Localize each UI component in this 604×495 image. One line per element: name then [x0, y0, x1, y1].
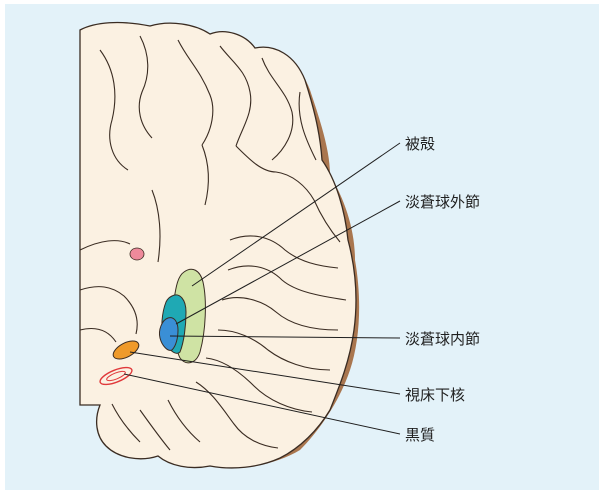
label-putamen: 被殻	[405, 135, 435, 153]
brain-section-outline	[80, 23, 356, 468]
label-subthalamic-nucleus: 視床下核	[405, 386, 465, 404]
small-nucleus	[130, 248, 144, 260]
label-globus-pallidus-externus: 淡蒼球外節	[405, 193, 480, 211]
label-substantia-nigra: 黒質	[405, 426, 435, 444]
label-globus-pallidus-internus: 淡蒼球内節	[405, 330, 480, 348]
